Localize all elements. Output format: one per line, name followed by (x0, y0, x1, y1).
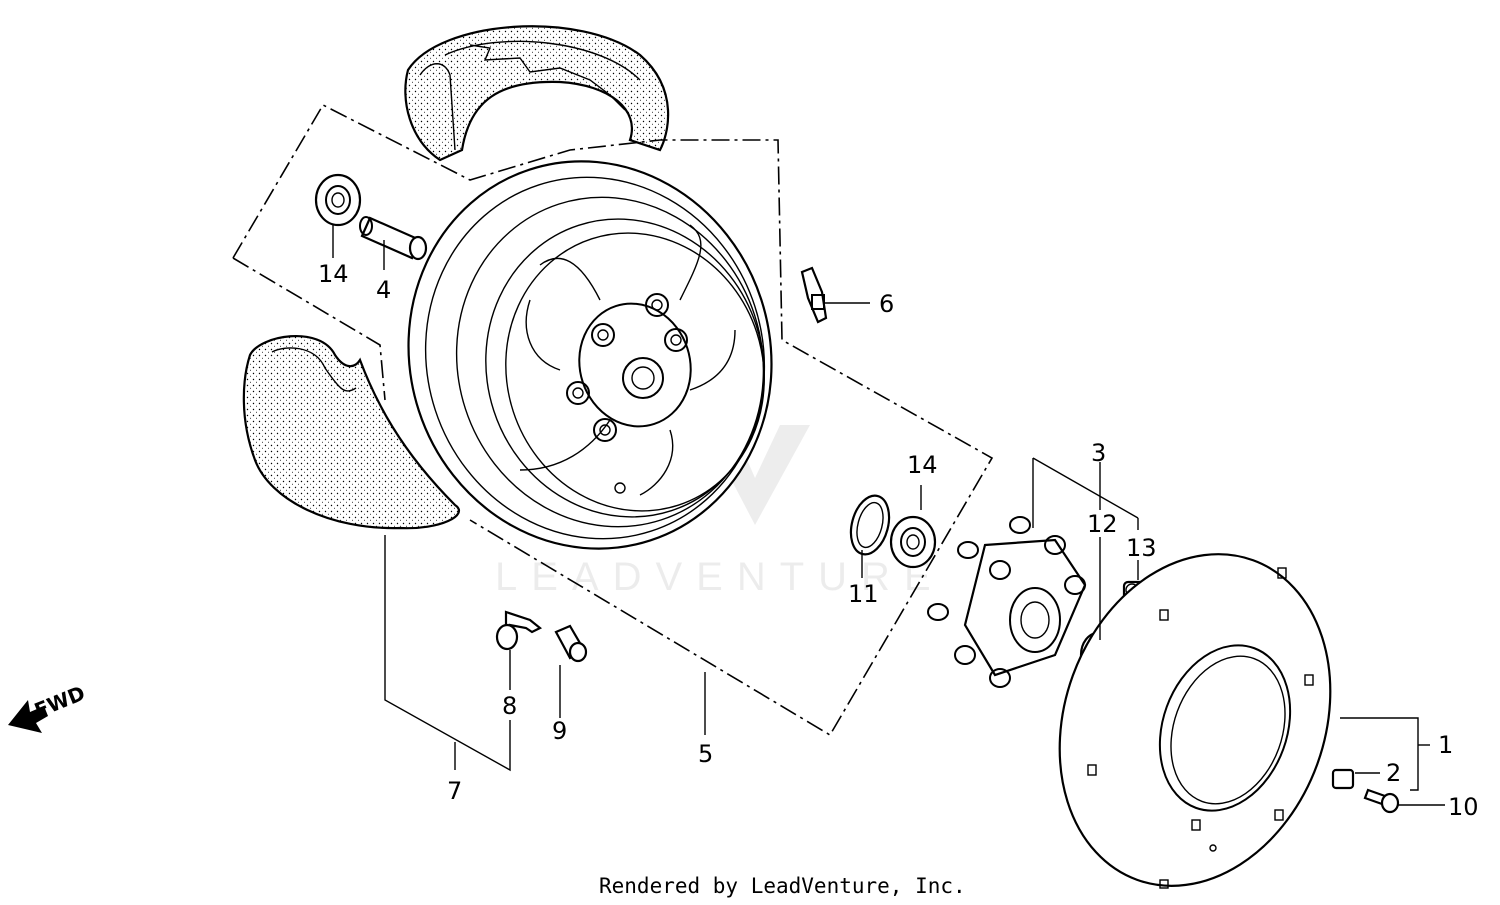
callout-6[interactable]: 6 (879, 290, 894, 318)
callout-8[interactable]: 8 (502, 692, 517, 720)
callout-14-mid[interactable]: 14 (907, 451, 938, 479)
callout-4[interactable]: 4 (376, 276, 391, 304)
fwd-label: FWD (31, 681, 89, 723)
callout-13[interactable]: 13 (1126, 534, 1157, 562)
leader-lines (232, 103, 1445, 806)
callout-1[interactable]: 1 (1438, 731, 1453, 759)
bolt-part[interactable] (1363, 788, 1400, 814)
callout-3[interactable]: 3 (1091, 439, 1106, 467)
tire-part[interactable] (404, 25, 670, 162)
fwd-arrow-icon (8, 700, 48, 733)
watermark-text: LEADVENTURE (495, 555, 945, 599)
callout-14-top[interactable]: 14 (318, 260, 349, 288)
tube-part[interactable] (242, 334, 460, 530)
wheel-rim-part[interactable] (359, 114, 822, 596)
callout-12[interactable]: 12 (1087, 510, 1118, 538)
callout-11[interactable]: 11 (848, 580, 879, 608)
balance-weight-part[interactable] (800, 266, 828, 324)
footer-credit: Rendered by LeadVenture, Inc. (599, 874, 966, 898)
callout-9[interactable]: 9 (552, 717, 567, 745)
hub-flange-part[interactable] (927, 516, 1087, 688)
brake-disc-part[interactable] (1015, 516, 1376, 905)
seal-part[interactable] (845, 491, 895, 558)
callout-7[interactable]: 7 (447, 777, 462, 805)
callout-10[interactable]: 10 (1448, 793, 1479, 821)
bearing-part-mid[interactable] (889, 515, 937, 569)
valve-part[interactable] (495, 610, 543, 651)
callout-2[interactable]: 2 (1386, 759, 1401, 787)
bearing-part-top[interactable] (314, 173, 362, 227)
callout-5[interactable]: 5 (698, 740, 713, 768)
nut-part-2[interactable] (1331, 768, 1355, 790)
valve-cap-part[interactable] (554, 624, 588, 663)
collar-part[interactable] (359, 216, 428, 261)
